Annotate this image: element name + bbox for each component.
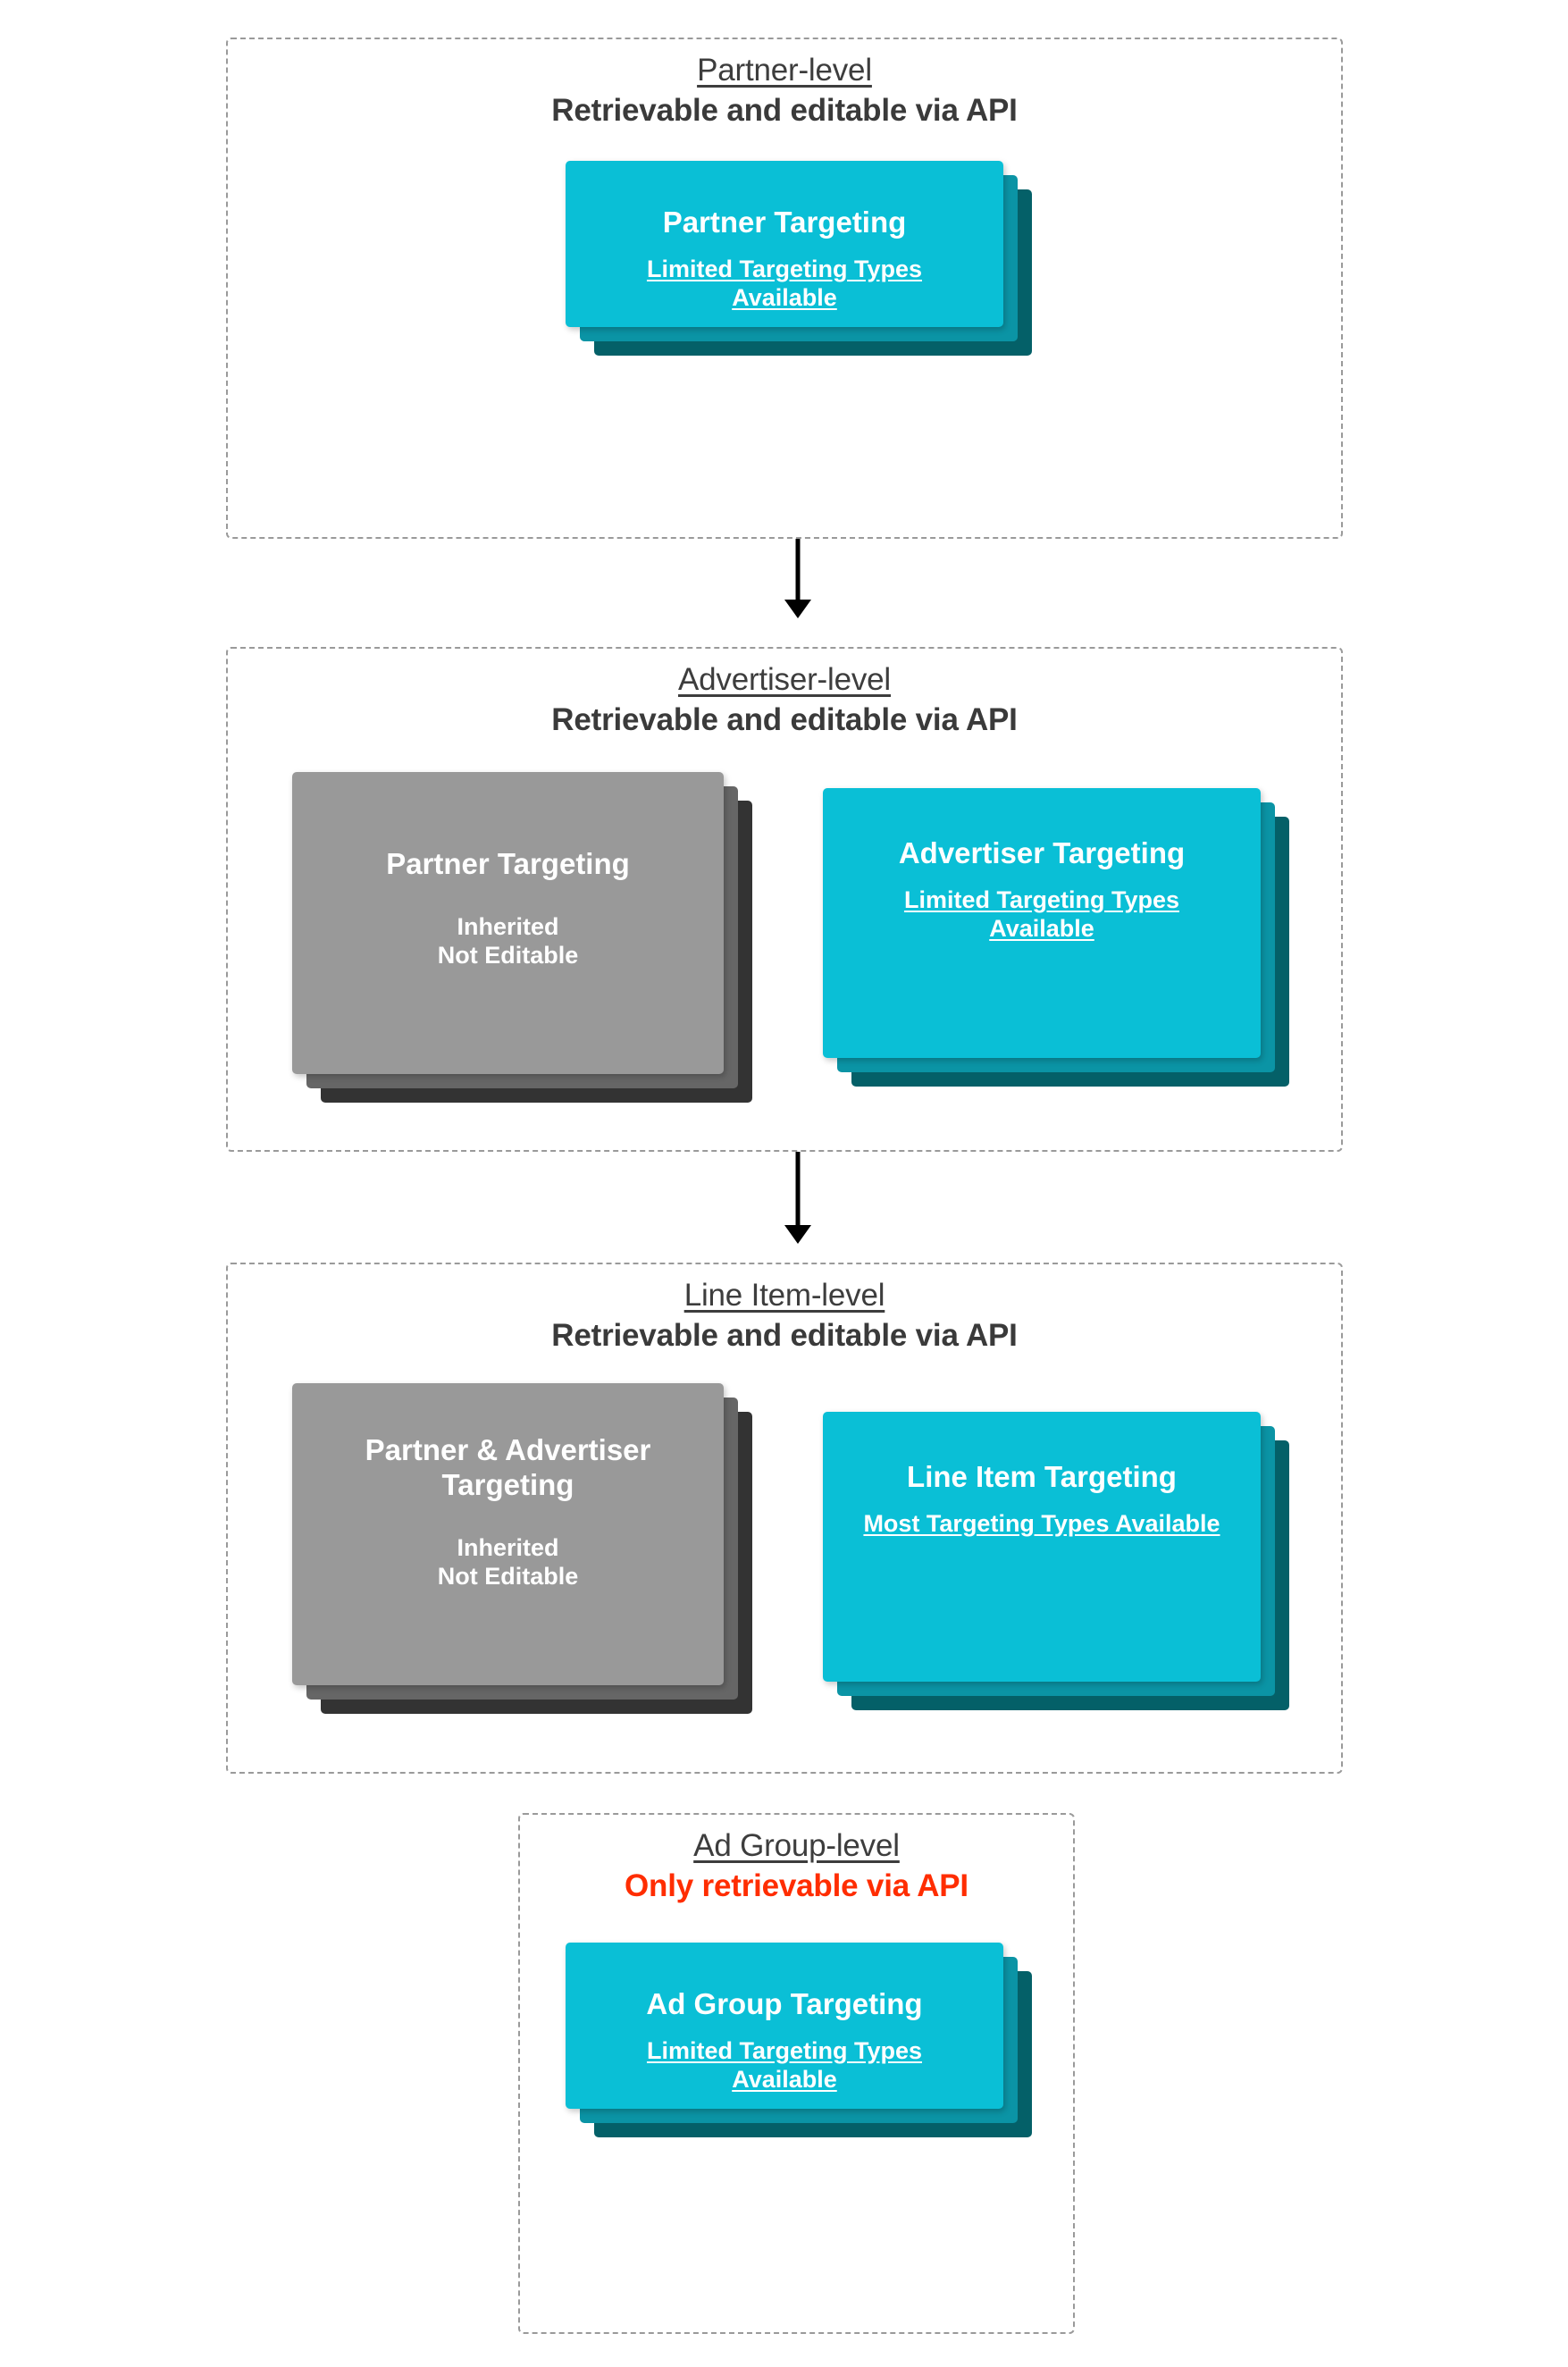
card-title-ad-group-targeting: Ad Group Targeting [646,1987,923,2020]
arrow-advertiser-to-line-item-head [784,1225,811,1244]
card-title-advertiser-targeting: Advertiser Targeting [898,836,1186,869]
arrow-partner-to-advertiser-line [795,539,801,600]
level-subtitle-ad-group-level: Only retrievable via API [625,1868,968,1903]
level-title-ad-group-level: Ad Group-level [693,1828,900,1863]
level-title-advertiser-level: Advertiser-level [678,662,891,697]
arrow-advertiser-to-line-item [784,1152,812,1244]
level-subtitle-partner-level: Retrievable and editable via API [551,92,1018,128]
card-subtitle-advertiser-targeting: Limited Targeting Types Available [903,886,1179,942]
card-subtitle-ad-group-targeting: Limited Targeting Types Available [646,2037,922,2093]
card-title-partner-targeting-inherited: Partner Targeting [386,847,630,880]
arrow-partner-to-advertiser [784,539,812,618]
level-subtitle-advertiser-level: Retrievable and editable via API [551,701,1018,737]
level-title-line-item-level: Line Item-level [683,1278,885,1313]
level-title-partner-level: Partner-level [697,53,872,88]
card-title-line-item-targeting: Line Item Targeting [907,1460,1177,1493]
card-subtitle-line-item-targeting: Most Targeting Types Available [863,1510,1220,1537]
card-title-partner-targeting: Partner Targeting [662,206,907,239]
arrow-advertiser-to-line-item-line [795,1152,801,1226]
level-subtitle-line-item-level: Retrievable and editable via API [551,1317,1018,1353]
card-title-partner-advertiser-targeting-inherited: Partner & Advertiser Targeting [365,1433,651,1501]
card-subtitle-partner-targeting: Limited Targeting Types Available [646,256,922,311]
arrow-partner-to-advertiser-head [784,600,811,618]
